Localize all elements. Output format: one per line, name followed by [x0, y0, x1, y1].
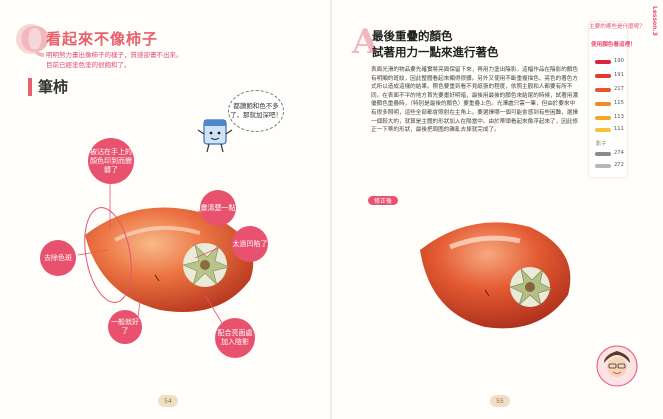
pencil-number: 274	[614, 150, 624, 156]
pencil-stroke	[595, 128, 611, 132]
mascot-icon	[197, 119, 233, 153]
subtitle-line: 目前已經塗色塗的很飽和了。	[46, 61, 131, 69]
pencil-stroke	[595, 74, 611, 78]
left-page: Q 看起來不像柿子 明明努力畫出像柿子的樣子，質感卻畫不出來。 目前已經塗色塗的…	[0, 0, 331, 419]
answer-letter: A	[352, 22, 379, 62]
answer-title-line: 試著用力一點來進行著色	[372, 45, 499, 59]
shadow-heading: 影子	[596, 141, 607, 147]
color-panel-subheading: 使用顏色看這裡！	[591, 42, 636, 48]
annotation-add-shadow: 配合亮面處加入陰影	[215, 318, 255, 358]
book-gutter	[330, 0, 333, 419]
annotation-too-concave: 太過凹陷了	[232, 226, 268, 262]
answer-title: 最後重疊的顏色 試著用力一點來進行著色	[372, 28, 499, 60]
section-title: 筆柿	[38, 78, 69, 96]
subtitle-line: 明明努力畫出像柿子的樣子，質感卻畫不出來。	[46, 51, 183, 59]
pencil-number: 272	[614, 162, 624, 168]
pencil-number: 217	[614, 86, 624, 92]
annotation-remove-stain: 去除色斑	[40, 240, 76, 276]
page-number: 55	[490, 395, 510, 407]
question-title: 看起來不像柿子	[46, 30, 159, 48]
persimmon-after-illustration	[420, 222, 571, 329]
pencil-number: 190	[614, 58, 624, 64]
annotation-hand-marks: 被沾在手上的顏色印到而變髒了	[88, 138, 134, 184]
annotation-clean-up: 畫清楚一點	[200, 190, 236, 226]
question-badge	[16, 24, 46, 54]
pencil-number: 113	[614, 114, 624, 120]
answer-body-text: 表面光滑的物品要先確實將亮面保留下來，再用力塗出陰影。這幅作品在陰影的顏色有明顯…	[371, 67, 578, 134]
pencil-stroke	[595, 60, 611, 64]
after-correction-label: 修正後	[368, 196, 399, 205]
pencil-number: 191	[614, 72, 624, 78]
question-subtitle: 明明努力畫出像柿子的樣子，質感卻畫不出來。 目前已經塗色塗的很飽和了。	[46, 50, 183, 70]
pencil-stroke	[595, 152, 611, 156]
color-panel-heading: 主要的哪些是什麼呢？	[589, 24, 645, 30]
answer-title-line: 最後重疊的顏色	[372, 29, 453, 43]
mascot-speech-bubble: 都讚飽和色不多了，那就加深吧！	[228, 90, 284, 132]
pencil-number: 115	[614, 100, 624, 106]
section-marker	[28, 78, 32, 96]
question-letter: Q	[20, 20, 50, 60]
color-panel	[589, 22, 627, 177]
pencil-stroke	[595, 102, 611, 106]
pencil-stroke	[595, 116, 611, 120]
pencil-stroke	[595, 164, 611, 168]
lesson-tab: Lesson.3	[651, 6, 658, 36]
page-number: 54	[158, 395, 178, 407]
pencil-number: 111	[614, 126, 624, 132]
author-avatar	[596, 345, 638, 387]
annotation-too-sharp: 一般就好了	[108, 310, 142, 344]
pencil-stroke	[595, 88, 611, 92]
